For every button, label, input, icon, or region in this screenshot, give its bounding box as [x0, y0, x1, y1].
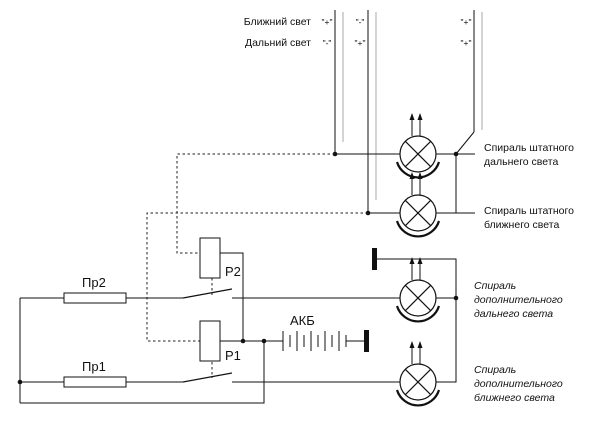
table-row-label: Дальний свет [245, 37, 311, 49]
lamp-standard-low [395, 172, 441, 238]
control-wire-low [146, 212, 368, 342]
lamp-additional-high [395, 257, 441, 323]
junction-dot [17, 379, 23, 385]
control-wire-high [176, 153, 335, 254]
arrowhead [417, 113, 423, 120]
table-cell: "+" [322, 17, 333, 27]
relay-contact-p2 [182, 288, 233, 299]
fuse-pr2 [63, 292, 127, 304]
lamp-caption-add-high: дальнего света [474, 308, 553, 320]
lamp-caption-std-low: ближнего света [484, 219, 559, 231]
lamp-caption-std-high: дальнего света [484, 156, 558, 168]
relay-coil-p1 [199, 320, 221, 362]
fuse-label-pr2: Пр2 [82, 275, 106, 290]
relay-label-p1: Р1 [225, 348, 241, 363]
switch-state-table: Ближний свет Дальний свет "+" "-" "+" "-… [244, 12, 483, 200]
table-cell: "+" [461, 38, 472, 48]
lamp-caption-add-high: дополнительного [474, 294, 563, 306]
ground-plate [364, 330, 369, 352]
reflector-arc [395, 161, 441, 179]
lamp-cross [404, 368, 432, 396]
relay-contact-p1 [182, 372, 233, 383]
junction-dot [453, 295, 459, 301]
arrowhead [409, 172, 415, 179]
fuse-label-pr1: Пр1 [82, 359, 106, 374]
reflector-arc [395, 220, 441, 238]
reflector-arc [395, 389, 441, 407]
wire [220, 252, 244, 342]
relay-label-p2: Р2 [225, 264, 241, 279]
lamp-caption-std-high: Спираль штатного [484, 142, 574, 154]
relay-coil-p2 [199, 237, 221, 279]
arrowhead [417, 172, 423, 179]
fuse-pr1 [63, 376, 127, 388]
wire [20, 341, 265, 404]
ground-plate [372, 248, 377, 270]
lamp-caption-add-high: Спираль [474, 280, 516, 292]
lamp-caption-add-low: дополнительного [474, 378, 563, 390]
lamp-cross [404, 284, 432, 312]
table-cell: "+" [461, 17, 472, 27]
table-cell: "+" [355, 38, 366, 48]
table-cell: "-" [323, 38, 332, 48]
junction-dot [240, 338, 246, 344]
lamp-cross [404, 199, 432, 227]
lamp-additional-low [395, 341, 441, 407]
arrowhead [417, 257, 423, 264]
lamp-standard-high [395, 113, 441, 179]
arrowhead [409, 113, 415, 120]
lamp-cross [404, 140, 432, 168]
lamp-caption-std-low: Спираль штатного [484, 205, 574, 217]
table-cell: "-" [356, 17, 365, 27]
battery: АКБ [282, 313, 369, 352]
arrowhead [409, 341, 415, 348]
battery-label: АКБ [290, 313, 315, 328]
wire [455, 131, 475, 155]
lamp-caption-add-low: ближнего света [474, 392, 555, 404]
table-row-label: Ближний свет [244, 16, 311, 28]
reflector-arc [395, 305, 441, 323]
arrowhead [417, 341, 423, 348]
junction-dot [453, 151, 459, 157]
arrowhead [409, 257, 415, 264]
lamp-caption-add-low: Спираль [474, 364, 516, 376]
wire [377, 258, 457, 383]
